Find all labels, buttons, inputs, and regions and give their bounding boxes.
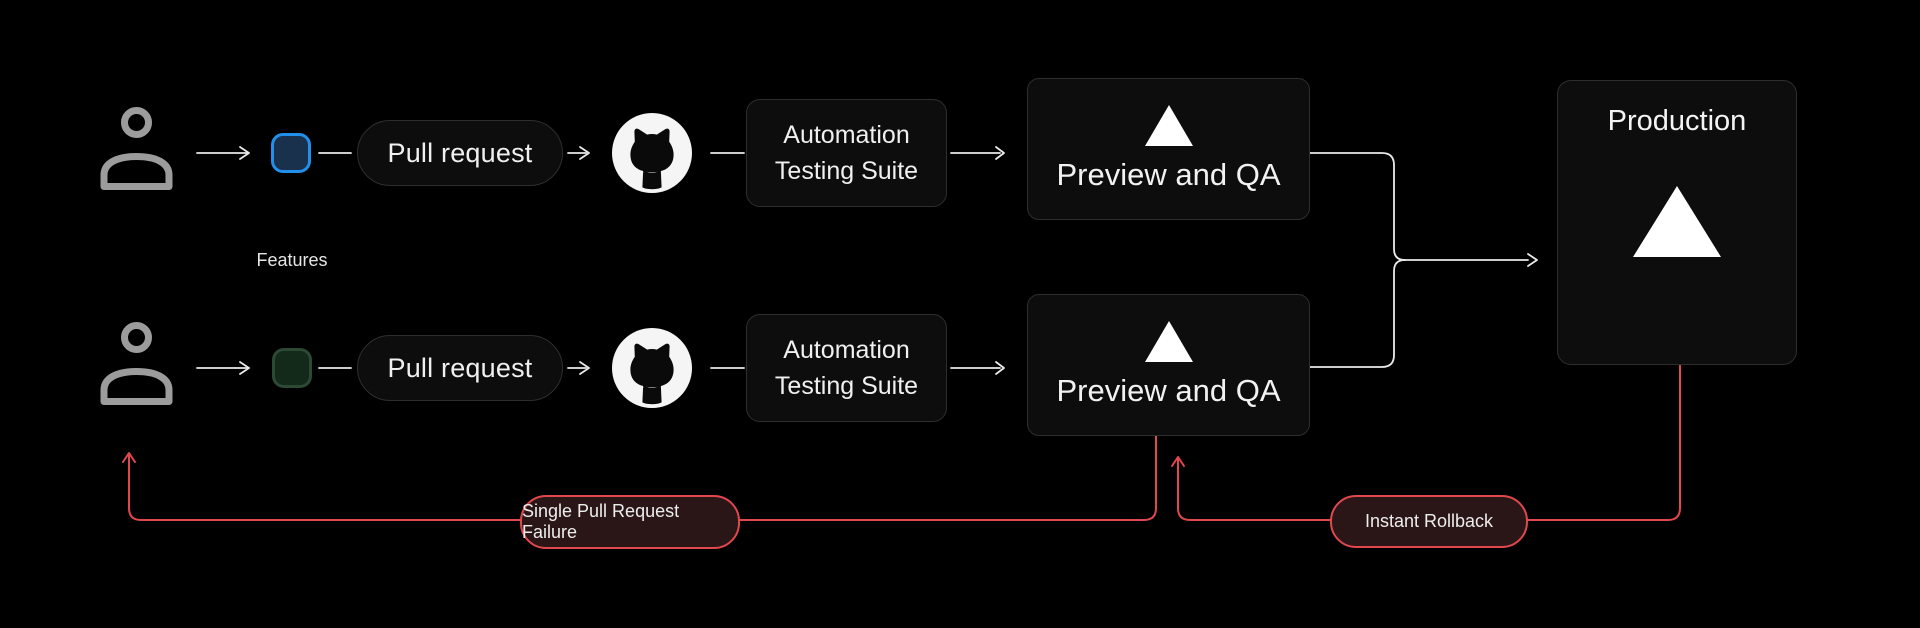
production-box: Production [1557, 80, 1797, 365]
commit-node-blue [271, 133, 311, 173]
person-icon [100, 107, 173, 190]
preview-qa-box-1: Preview and QA [1027, 78, 1310, 220]
automation-label-line1: Automation [783, 336, 910, 364]
preview-qa-label: Preview and QA [1056, 157, 1281, 192]
pull-request-pill-1: Pull request [357, 120, 563, 186]
pull-request-label: Pull request [387, 137, 533, 168]
automation-label-line1: Automation [783, 121, 910, 149]
preview-qa-label: Preview and QA [1056, 373, 1281, 408]
preview-qa-box-2: Preview and QA [1027, 294, 1310, 436]
developer-1 [100, 107, 173, 190]
production-label: Production [1607, 105, 1747, 137]
automation-testing-suite-2: Automation Testing Suite [746, 314, 947, 422]
developer-2 [100, 322, 173, 405]
pull-request-pill-2: Pull request [357, 335, 563, 401]
github-icon [630, 343, 674, 405]
github-icon [630, 128, 674, 190]
automation-label-line2: Testing Suite [774, 372, 919, 400]
commit-node-green [272, 348, 312, 388]
vercel-triangle-icon [1144, 321, 1193, 362]
instant-rollback-text: Instant Rollback [1364, 511, 1494, 531]
automation-label-line2: Testing Suite [774, 157, 919, 185]
person-icon [100, 322, 173, 405]
vercel-triangle-icon [1144, 105, 1193, 146]
github-node-2 [612, 328, 692, 408]
single-pr-failure-text: Single Pull Request Failure [522, 501, 680, 542]
features-label: Features [256, 250, 328, 270]
automation-testing-suite-1: Automation Testing Suite [746, 99, 947, 207]
pull-request-label: Pull request [387, 352, 533, 383]
github-node-1 [612, 113, 692, 193]
instant-rollback-label: Instant Rollback [1330, 495, 1528, 548]
vercel-triangle-icon [1633, 186, 1721, 257]
single-pr-failure-label: Single Pull Request Failure [520, 495, 740, 549]
